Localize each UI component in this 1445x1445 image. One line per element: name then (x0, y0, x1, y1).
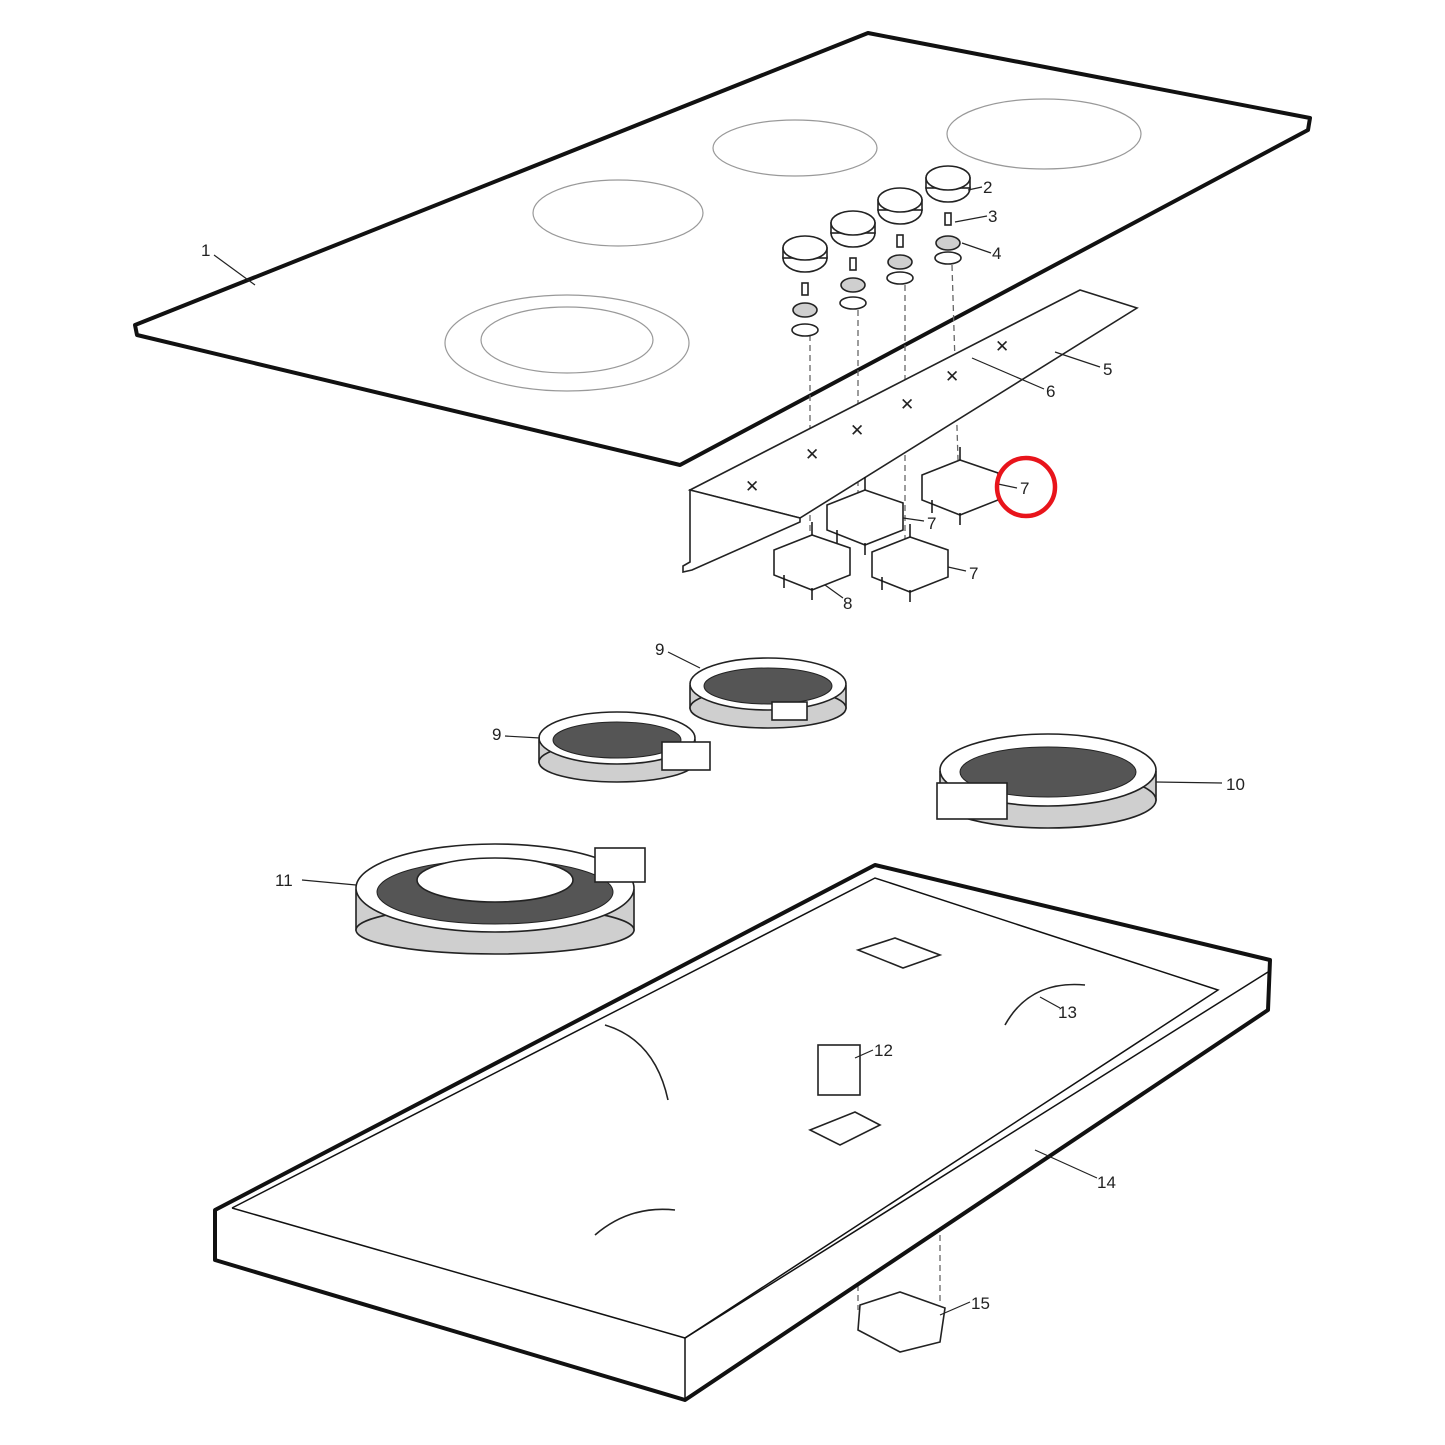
callout-11: 11 (275, 871, 293, 890)
bracket-mark: ✕ (900, 395, 914, 414)
bottom-tray (213, 863, 1272, 1402)
knobs (782, 165, 971, 337)
callout-9: 9 (492, 725, 501, 744)
leader-lines (213, 186, 1223, 1316)
callout-2: 2 (983, 178, 992, 197)
callout-15: 15 (971, 1294, 990, 1313)
element-9a (689, 657, 847, 729)
callout-14: 14 (1097, 1173, 1116, 1192)
callout-7-highlighted: 7 (1020, 479, 1029, 498)
glass-cooktop (133, 31, 1312, 467)
highlight-circle (994, 455, 1058, 519)
callout-12: 12 (874, 1041, 893, 1060)
element-9b (538, 711, 711, 783)
bracket-mark: ✕ (995, 337, 1009, 356)
callout-4: 4 (992, 244, 1001, 263)
callout-13: 13 (1058, 1003, 1077, 1022)
terminal-block (857, 1291, 946, 1353)
callout-8: 8 (843, 594, 852, 613)
element-11 (355, 843, 646, 955)
heating-elements (355, 657, 1157, 955)
control-bracket: ✕ ✕ ✕ ✕ ✕ ✕ (682, 289, 1139, 573)
bracket-mark: ✕ (805, 445, 819, 464)
callout-6: 6 (1046, 382, 1055, 401)
element-10 (936, 733, 1157, 829)
callout-7: 7 (927, 514, 936, 533)
callout-9: 9 (655, 640, 664, 659)
callout-5: 5 (1103, 360, 1112, 379)
callout-1: 1 (201, 241, 210, 260)
infinite-switches (773, 447, 999, 602)
bracket-mark: ✕ (945, 367, 959, 386)
bracket-mark: ✕ (850, 421, 864, 440)
callout-7: 7 (969, 564, 978, 583)
bracket-mark: ✕ (745, 477, 759, 496)
callout-3: 3 (988, 207, 997, 226)
callout-10: 10 (1226, 775, 1245, 794)
